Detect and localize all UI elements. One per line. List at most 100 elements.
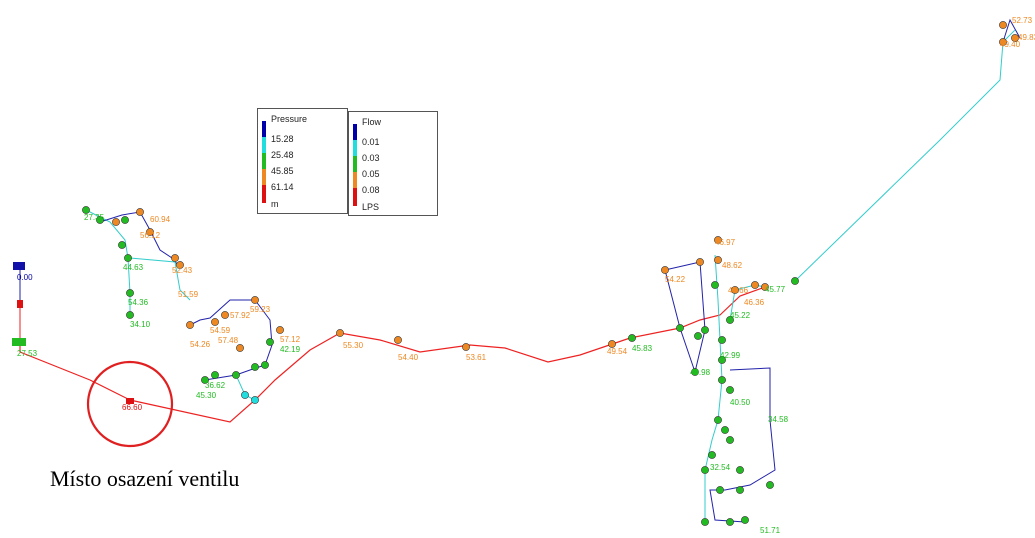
junction-node [462,343,470,351]
node-value-label: 48.62 [722,261,743,270]
junction-node [766,481,774,489]
junction-node [146,228,154,236]
junction-node [726,518,734,526]
pressure-unit: m [271,199,279,209]
junction-node [718,376,726,384]
junction-node [721,426,729,434]
node-group [82,21,1019,526]
junction-node [251,396,259,404]
valve-icon [17,300,23,308]
junction-node [718,356,726,364]
flow-value-2: 0.05 [362,169,380,179]
junction-node [82,206,90,214]
node-value-label: 45.22 [730,311,751,320]
junction-node [211,318,219,326]
junction-node [121,216,129,224]
pressure-legend-title: Pressure [271,114,308,124]
node-value-label: 46.36 [744,298,765,307]
node-value-label: 34.58 [768,415,789,424]
flow-value-3: 0.08 [362,185,380,195]
flow-swatch-0 [353,124,357,140]
junction-node [251,363,259,371]
node-value-label: 59.23 [250,305,271,314]
right-cluster-pipes-4 [729,284,766,321]
junction-node [186,321,194,329]
junction-node [714,416,722,424]
flow-value-0: 0.01 [362,137,380,147]
node-value-label: 46.97 [715,238,736,247]
node-value-label: 0.00 [17,273,33,282]
pipe-top-right-branch [1002,18,1021,43]
junction-node [124,254,132,262]
node-value-label: 44.63 [123,263,144,272]
junction-node [751,281,759,289]
node-value-label: 49.54 [607,347,628,356]
node-value-label: 45.30 [196,391,217,400]
junction-node [118,241,126,249]
junction-node [726,436,734,444]
node-value-label: 60.94 [150,215,171,224]
left-cluster-pipes-3 [129,257,191,301]
junction-node [696,258,704,266]
valve-location-circle [86,360,174,448]
node-value-label: 40.50 [730,398,751,407]
pressure-value-0: 15.28 [271,134,294,144]
node-value-label: 54.59 [210,326,231,335]
junction-node [711,281,719,289]
node-value-label: 45.83 [632,344,653,353]
node-value-label: 57.12 [280,335,301,344]
junction-node [261,361,269,369]
node-value-label: 42.99 [720,351,741,360]
junction-node [136,208,144,216]
reservoir-icon [13,262,25,270]
node-value-label: 54.40 [398,353,419,362]
node-value-label: 54.22 [665,275,686,284]
junction-node [701,518,709,526]
flow-swatch-2 [353,156,357,172]
junction-node [211,371,219,379]
junction-node [691,368,699,376]
junction-node [628,334,636,342]
flow-swatch-3 [353,172,357,188]
junction-node [126,311,134,319]
junction-node [736,486,744,494]
node-value-label: 54.36 [128,298,149,307]
flow-value-1: 0.03 [362,153,380,163]
node-value-label: 27.53 [17,349,38,358]
node-value-label: 52.73 [1012,16,1033,25]
tank-icon [12,338,26,346]
node-value-label: 52.43 [172,266,193,275]
junction-node [126,289,134,297]
junction-node [112,218,120,226]
node-value-label: 49.40 [1000,40,1021,49]
pressure-value-2: 45.85 [271,166,294,176]
valve-marker-icon [126,398,134,404]
junction-node [714,256,722,264]
junction-node [232,371,240,379]
junction-node [608,340,616,348]
junction-node [716,486,724,494]
node-value-label: 57.48 [218,336,239,345]
junction-node [701,466,709,474]
pressure-legend: Pressure 15.28 25.48 45.85 61.14 m [257,108,348,214]
flow-legend: Flow 0.01 0.03 0.05 0.08 LPS [348,111,438,216]
node-value-label: 49.98 [690,368,711,377]
node-value-label: 51.59 [178,290,199,299]
junction-node [761,283,769,291]
right-cluster-pipes-2 [704,254,723,522]
junction-node [999,38,1007,46]
node-value-label: 53.61 [466,353,487,362]
flow-legend-title: Flow [362,117,382,127]
flow-swatch-1 [353,140,357,156]
pressure-value-1: 25.48 [271,150,294,160]
pressure-swatch-4 [262,185,266,203]
junction-node [171,254,179,262]
valve-location-caption: Místo osazení ventilu [50,466,240,491]
node-value-label: 66.60 [122,403,143,412]
junction-node [736,466,744,474]
flow-swatch-4 [353,188,357,206]
pressure-swatch-2 [262,153,266,169]
junction-node [176,261,184,269]
